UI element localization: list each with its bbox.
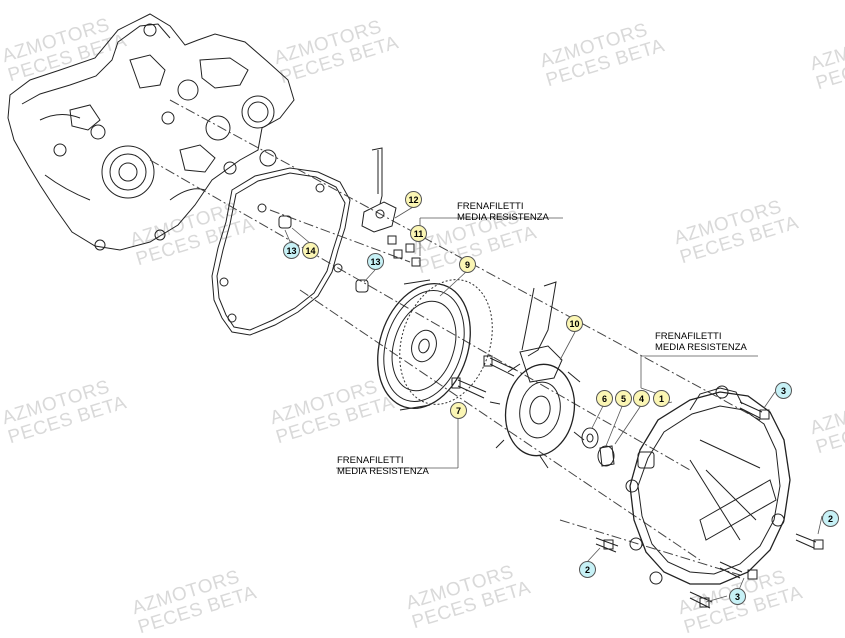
stator-screws	[451, 355, 517, 399]
callout-13: 13	[367, 253, 384, 270]
callout-1: 1	[653, 390, 670, 407]
callout-11: 11	[410, 225, 427, 242]
callout-12: 12	[405, 191, 422, 208]
threadlocker-note: FRENAFILETTI MEDIA RESISTENZA	[337, 455, 429, 477]
threadlocker-note: FRENAFILETTI MEDIA RESISTENZA	[655, 331, 747, 353]
ignition-cover	[625, 385, 791, 585]
callout-14: 14	[302, 242, 319, 259]
washer-and-nut	[581, 427, 615, 467]
stator	[489, 281, 585, 469]
leader-lines	[284, 206, 823, 603]
callout-13: 13	[283, 242, 300, 259]
callout-3: 3	[729, 588, 746, 605]
flywheel	[377, 279, 493, 411]
bushing	[278, 215, 369, 293]
callout-10: 10	[566, 315, 583, 332]
pickup-sensor	[361, 147, 421, 267]
callout-6: 6	[596, 390, 613, 407]
crankcase-half	[7, 13, 295, 251]
callout-9: 9	[459, 256, 476, 273]
callout-4: 4	[633, 390, 650, 407]
callout-5: 5	[615, 390, 632, 407]
threadlocker-note: FRENAFILETTI MEDIA RESISTENZA	[457, 201, 549, 223]
callout-3: 3	[775, 382, 792, 399]
callout-2: 2	[579, 561, 596, 578]
callout-7: 7	[450, 402, 467, 419]
gasket	[211, 167, 351, 336]
cover-screws	[595, 401, 824, 609]
callout-2: 2	[822, 510, 839, 527]
